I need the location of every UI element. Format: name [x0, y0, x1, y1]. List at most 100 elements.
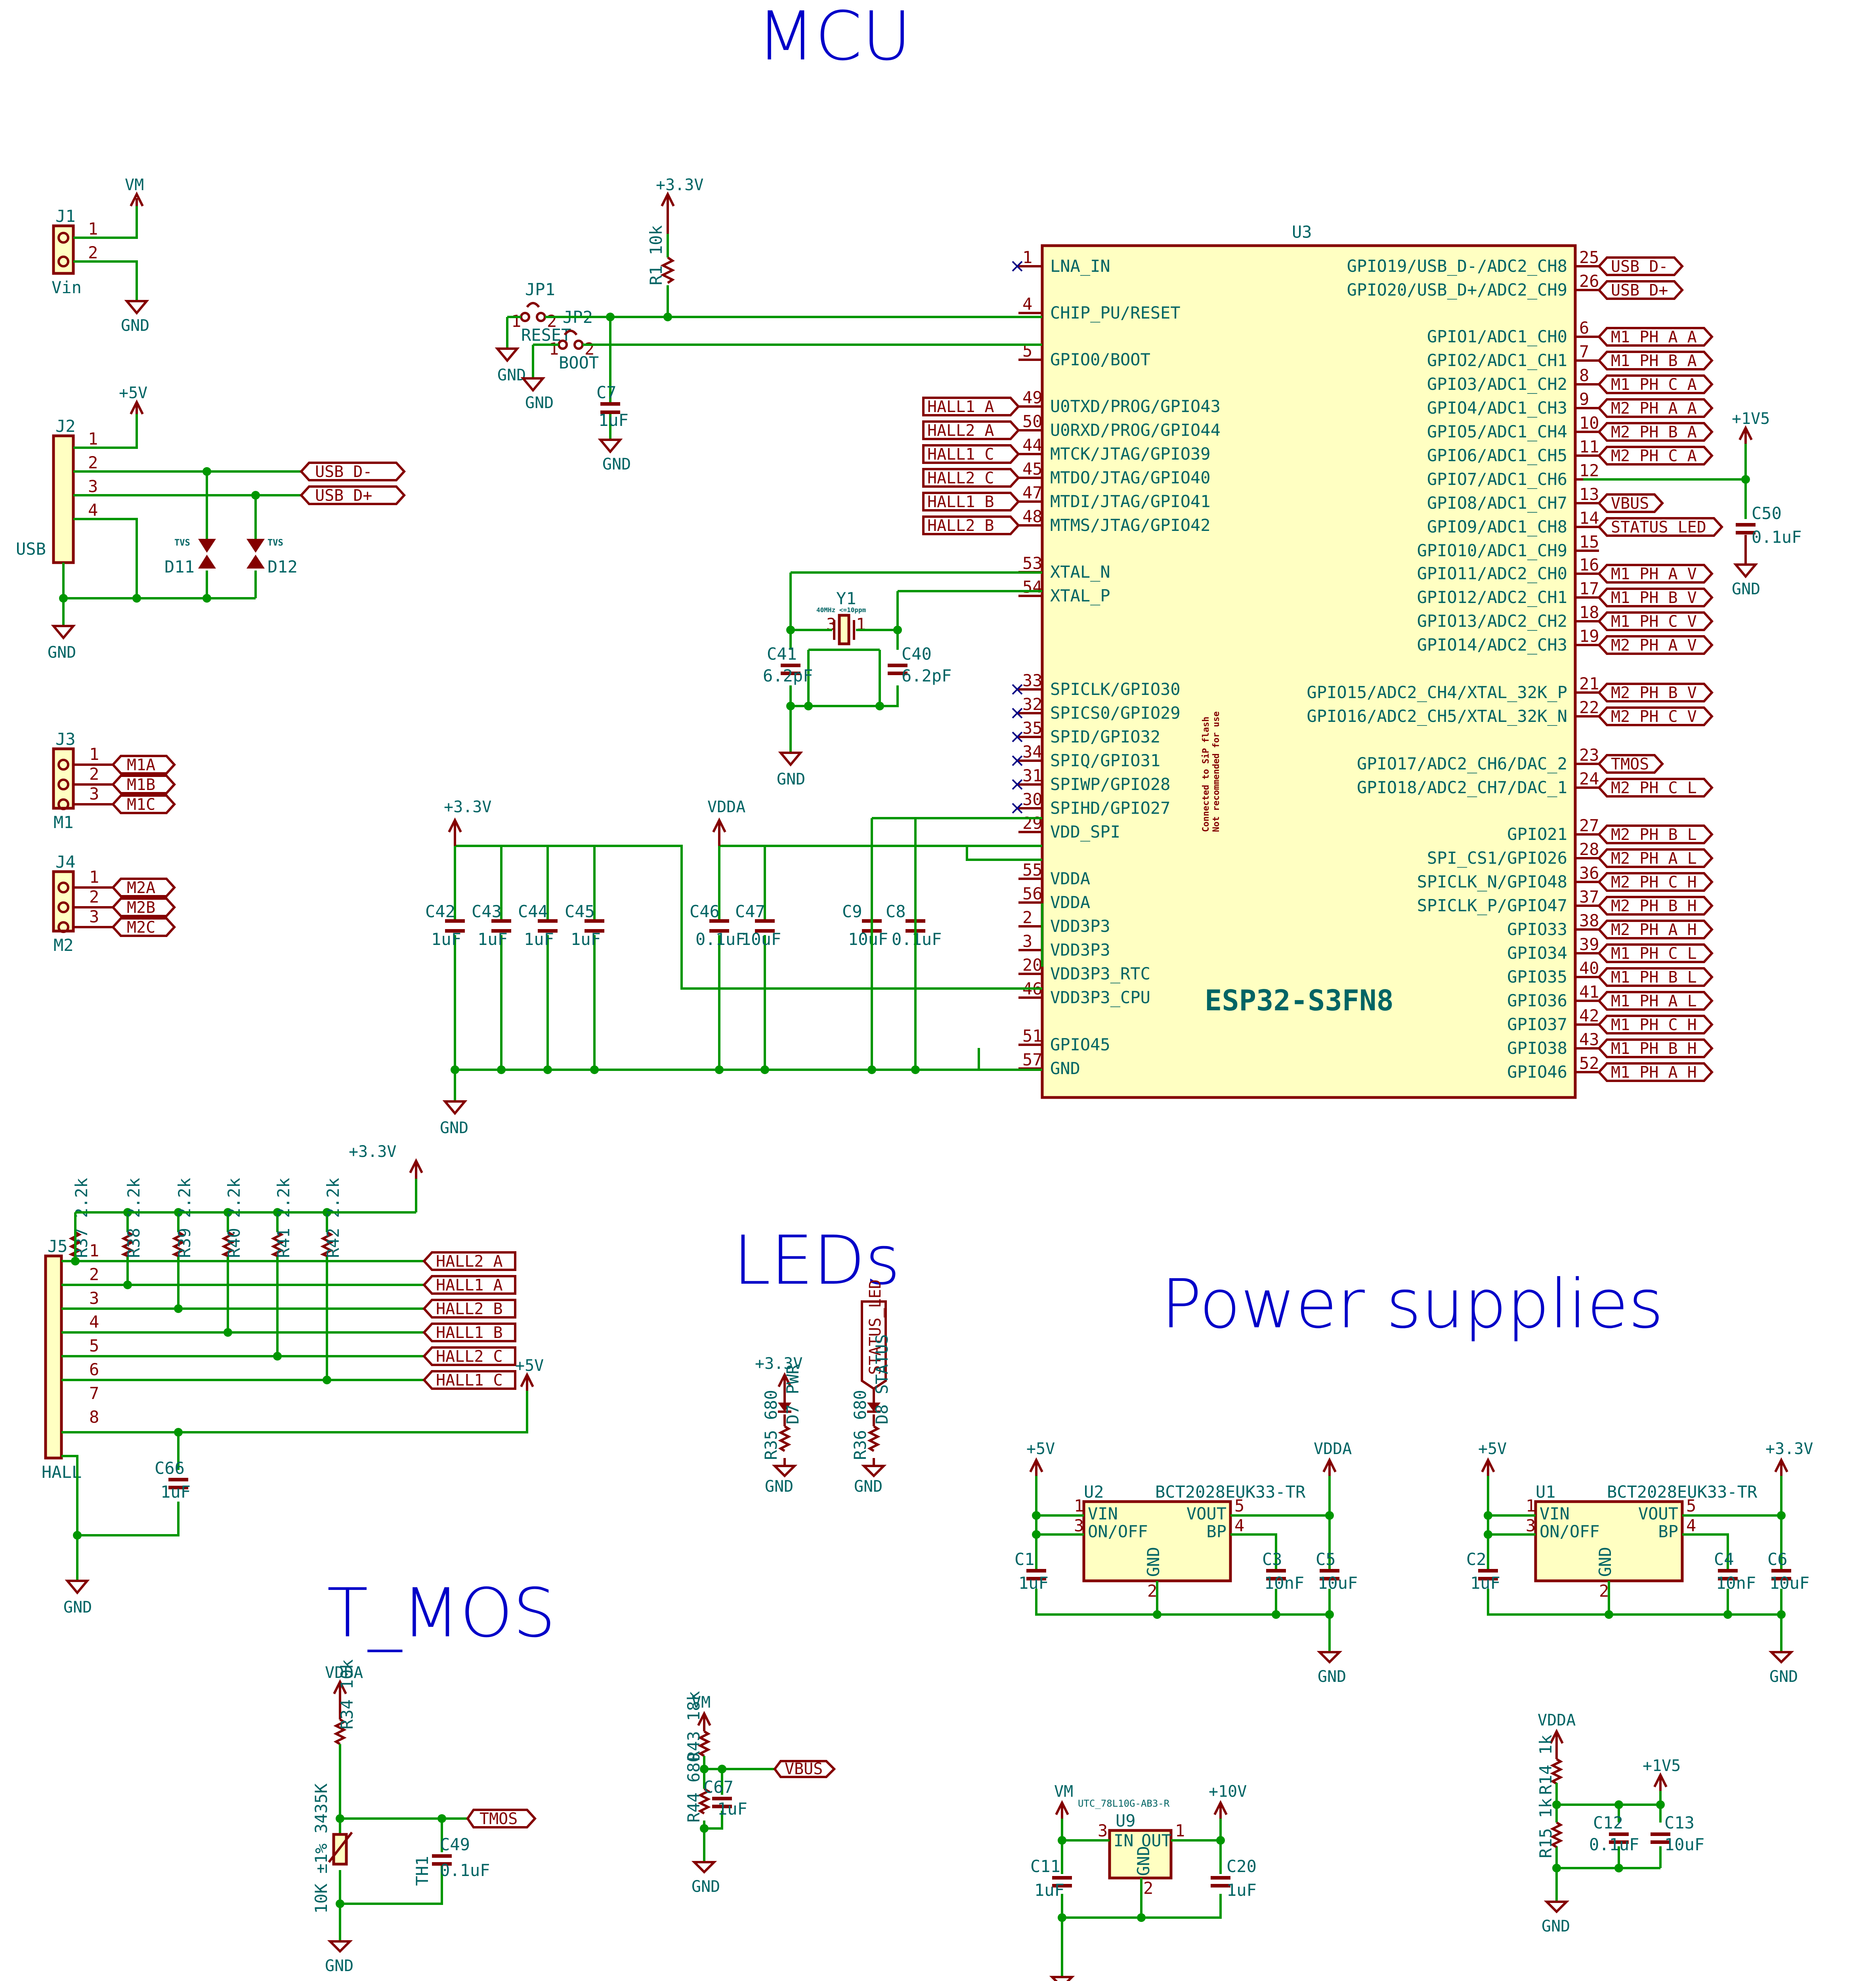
net-label[interactable]: M1_PH_C_L — [1597, 943, 1714, 963]
vbus-divider-circuit[interactable]: VM R43 18k R44 680 C67 1uF VBUS GND — [684, 1691, 836, 1896]
pullup-resistor[interactable]: R42 2.2k — [320, 1178, 343, 1384]
net-label[interactable]: M1_PH_B_H — [1597, 1038, 1714, 1058]
net-label[interactable]: HALL2_A — [922, 420, 1020, 440]
net-label[interactable]: M2_PH_C_A — [1597, 446, 1714, 466]
net-label[interactable]: HALL1_B — [61, 1323, 516, 1342]
net-label[interactable]: M1_PH_C_H — [1597, 1015, 1714, 1034]
label-usb-dp[interactable]: USB_D+ — [299, 485, 406, 505]
net-label[interactable]: M2_PH_A_A — [1597, 398, 1714, 418]
net-label[interactable]: M1_PH_C_V — [1597, 611, 1714, 631]
net-label[interactable]: M1_PH_A_L — [1597, 991, 1714, 1011]
net-label[interactable]: HALL1_A — [922, 397, 1020, 416]
net-label[interactable]: VBUS — [1597, 493, 1664, 513]
net-label[interactable]: M1_PH_B_L — [1597, 967, 1714, 987]
j2-usb-connector[interactable]: J2 USB 1 2 3 4 — [16, 414, 301, 626]
net-label[interactable]: M2_PH_A_V — [1597, 635, 1714, 655]
net-label[interactable]: HALL1_C — [61, 1370, 516, 1390]
pullup-resistor[interactable]: R39 2.2k — [171, 1178, 194, 1313]
net-label[interactable]: M2_PH_C_L — [1597, 778, 1714, 798]
pullup-resistor[interactable]: R38 2.2k — [120, 1178, 143, 1289]
net-label[interactable]: STATUS_LED — [1597, 517, 1724, 537]
net-label[interactable]: M1_PH_A_A — [1597, 327, 1714, 347]
net-label[interactable]: HALL1_A — [61, 1275, 516, 1295]
u3-body[interactable] — [1041, 244, 1577, 1099]
net-label[interactable]: M1_PH_C_A — [1597, 374, 1714, 394]
j1-connector[interactable]: J1 Vin 1 2 — [52, 206, 138, 301]
pullup-resistor[interactable]: R37 2.2k — [68, 1178, 91, 1265]
net-label[interactable]: M2_PH_A_H — [1597, 920, 1714, 939]
u9-body[interactable] — [1108, 1829, 1173, 1880]
decoupling-capacitor[interactable]: C80.1uF — [886, 846, 942, 1074]
pullup-resistor[interactable]: R41 2.2k — [270, 1178, 293, 1361]
net-label[interactable]: M1_PH_B_V — [1597, 588, 1714, 607]
label-usb-dm[interactable]: USB_D- — [299, 462, 406, 481]
net-label[interactable]: M2_PH_B_A — [1597, 422, 1714, 442]
r1-resistor[interactable]: R1 10k — [646, 225, 675, 285]
net-label[interactable]: M2_PH_C_V — [1597, 706, 1714, 726]
net-label[interactable]: M1_PH_B_A — [1597, 351, 1714, 370]
d7-power-led[interactable]: +3.3V D7 PWR R35 680 GND — [755, 1355, 802, 1496]
net-label[interactable]: HALL2_A — [61, 1251, 516, 1271]
net-label[interactable]: M1_PH_A_H — [1597, 1062, 1714, 1082]
j2-body[interactable] — [52, 434, 75, 564]
j1-body[interactable] — [52, 224, 75, 275]
net-label[interactable]: M2_PH_C_H — [1597, 872, 1714, 892]
net-label[interactable]: HALL2_B — [61, 1299, 516, 1319]
net-label[interactable]: HALL2_C — [922, 468, 1020, 488]
net-label[interactable]: HALL1_B — [922, 492, 1020, 511]
net-label[interactable]: M2_PH_A_L — [1597, 848, 1714, 868]
net-label[interactable]: USB_D- — [1597, 256, 1684, 276]
net-label[interactable]: M2_PH_B_L — [1597, 824, 1714, 844]
jp1-reset-jumper[interactable]: JP1 RESET 1 2 — [511, 280, 571, 345]
d8-status-led[interactable]: STATUS_LED D8 STATUS R36 680 GND — [850, 1279, 892, 1496]
net-label[interactable]: HALL1_C — [922, 444, 1020, 464]
net-label[interactable]: M1_PH_A_V — [1597, 564, 1714, 584]
